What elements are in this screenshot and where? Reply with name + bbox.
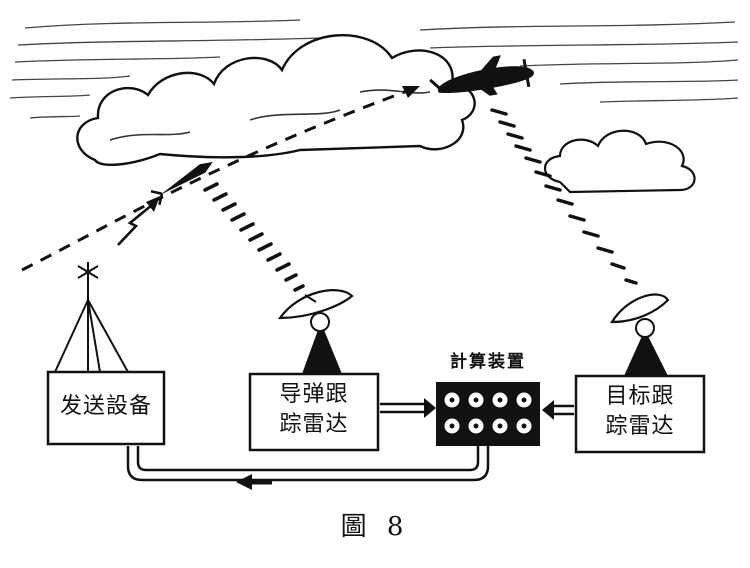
target-radar-label-line1: 目标跟 [605,384,675,409]
target-radar-label-line2: 踪雷达 [605,414,675,439]
computer-dial-center [449,397,455,403]
command-signal-arrowhead [146,196,160,212]
computer-label: 計算装置 [450,352,526,372]
figure-caption: 圖 8 [340,512,410,542]
computer-dial-center [521,423,527,429]
transmitter-antenna [54,262,129,373]
computer-to-transmitter-line [126,446,490,482]
computer-device [436,382,540,446]
computer-dial-center [521,397,527,403]
missile [150,161,213,206]
sky-hatching [9,19,739,119]
computer-dial-center [473,423,479,429]
missile-radar-box [248,372,380,452]
return-direction-arrowhead [236,474,252,490]
command-signal-zigzag [117,203,153,246]
missile-radar-label-line1: 导弹跟 [279,382,349,407]
computer-dial-center [449,423,455,429]
target-radar-to-computer-arrow [542,400,574,420]
computer-dial-center [497,397,503,403]
cloud-small [543,129,696,194]
missile-radar-label-line2: 踪雷达 [279,412,349,437]
missile-radar-dish [277,289,354,374]
missile-trajectory [21,88,411,272]
missile-radar-beam [203,182,305,292]
target-radar-box [574,374,706,454]
transmitter-label: 发送設备 [59,394,152,419]
target-radar-beam [490,108,638,285]
airplane-target [429,55,534,96]
cloud-inner-lines [109,89,431,141]
trajectory-arrowhead [402,86,420,98]
transmitter-box [46,370,166,446]
missile-radar-to-computer-arrow [380,398,436,418]
computer-dials [444,392,532,434]
computer-dial-center [473,397,479,403]
target-radar-dish [610,293,670,376]
cloud-large [76,34,476,166]
computer-dial-center [497,423,503,429]
